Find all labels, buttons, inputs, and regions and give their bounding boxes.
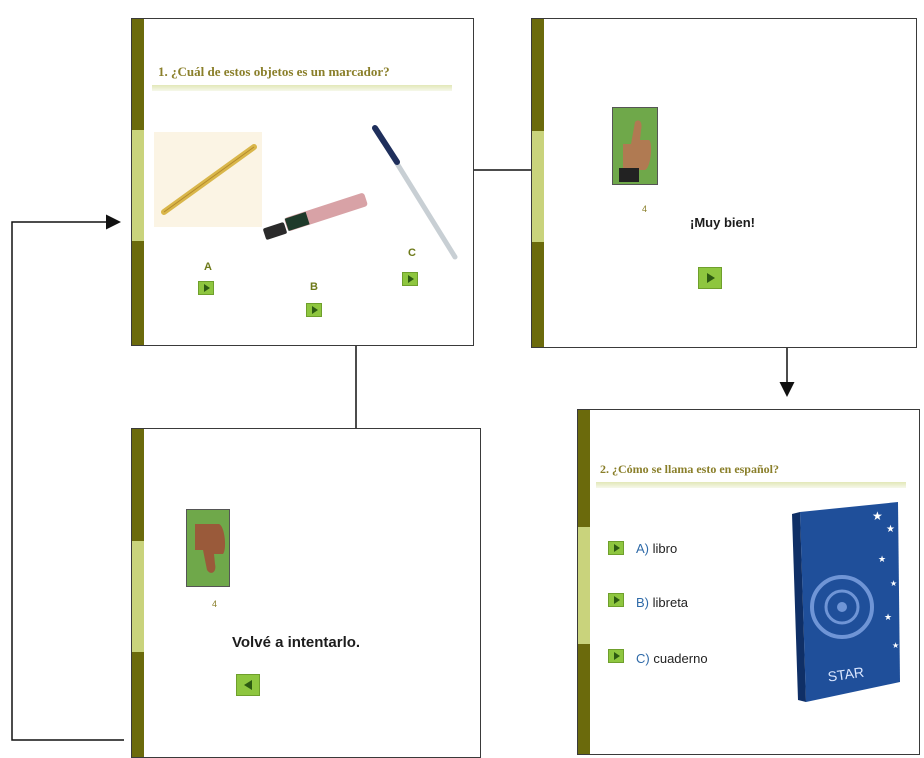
slide-side-bar [532,19,544,347]
question-title: 2. ¿Cómo se llama esto en español? [600,462,779,476]
next-button[interactable] [698,267,722,289]
slide-question-1: 1. ¿Cuál de estos objetos es un marcador… [131,18,474,346]
title-underline [596,482,906,488]
question-title: 1. ¿Cuál de estos objetos es un marcador… [158,64,390,79]
answer-button-a[interactable] [608,541,624,555]
feedback-message: ¡Muy bien! [690,215,755,230]
marker-icon [263,193,368,240]
slide-feedback-wrong: 4 Volvé a intentarlo. [131,428,481,758]
slide-feedback-correct: 4 ¡Muy bien! [531,18,917,348]
pen-image [367,122,462,262]
option-button-a[interactable] [198,281,214,295]
svg-text:★: ★ [886,524,895,535]
thumbs-down-icon [187,510,229,586]
feedback-message: Volvé a intentarlo. [232,634,361,651]
option-label-b: B [310,281,318,293]
answer-text: libro [652,541,678,556]
pencil-image [154,132,262,227]
option-label-c: C [408,247,416,259]
slide-side-bar [132,19,144,345]
svg-text:★: ★ [884,613,892,623]
thumbs-down-image [186,509,230,587]
answer-option-c: C) cuaderno [636,651,708,666]
back-button[interactable] [236,674,260,696]
answer-button-c[interactable] [608,649,624,663]
answer-option-a: A) libro [636,541,677,556]
answer-letter: B) [636,595,649,610]
arrow-wrong-back-to-slide1 [11,214,124,741]
svg-text:★: ★ [890,579,897,588]
title-underline [152,85,452,91]
notebook-icon: ★ ★ ★ ★ ★ ★ STAR [792,502,900,702]
pen-icon [372,125,458,260]
thumbs-up-icon [613,108,657,184]
slide-side-bar [132,429,144,757]
slide-number: 4 [212,599,218,609]
pencil-icon [161,144,257,215]
option-button-b[interactable] [306,303,322,317]
answer-letter: C) [636,651,650,666]
answer-button-b[interactable] [608,593,624,607]
answer-option-b: B) libreta [636,595,688,610]
svg-text:★: ★ [892,641,899,650]
option-label-a: A [204,261,212,273]
answer-text: cuaderno [653,651,708,666]
svg-text:★: ★ [878,555,886,565]
thumbs-up-image [612,107,658,185]
slide-question-2: 2. ¿Cómo se llama esto en español? A) li… [577,409,920,755]
answer-text: libreta [652,595,689,610]
option-button-c[interactable] [402,272,418,286]
slide-number: 4 [642,204,648,214]
notebook-image: ★ ★ ★ ★ ★ ★ STAR [780,502,906,702]
answer-letter: A) [636,541,649,556]
slide-side-bar [578,410,590,754]
svg-text:★: ★ [872,509,883,523]
marker-image [260,189,372,249]
notebook-label: STAR [827,664,865,685]
